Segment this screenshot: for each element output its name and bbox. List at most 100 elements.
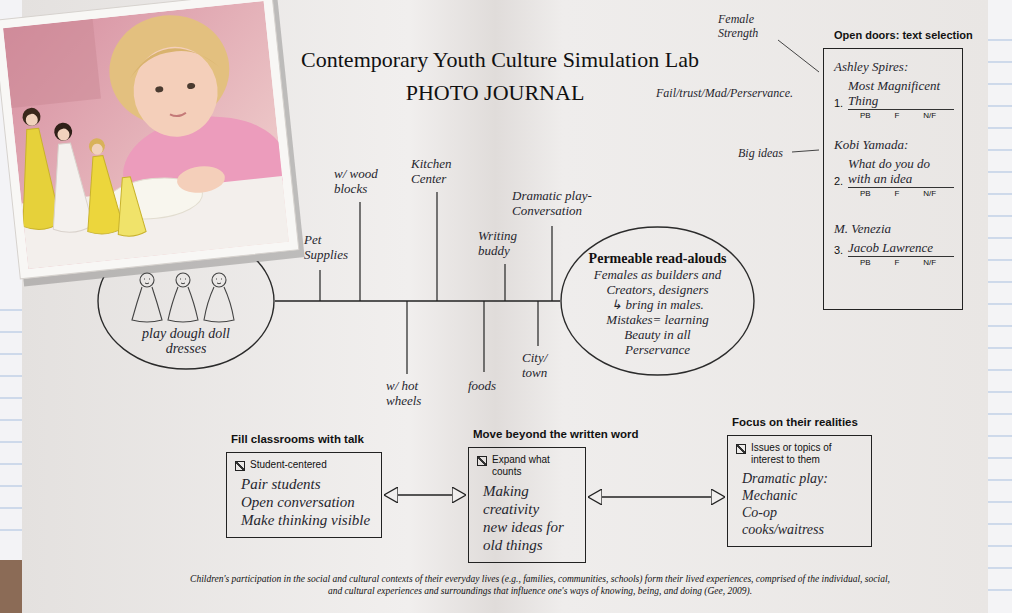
box-heading-wrap: Fill classrooms with talk [231,432,364,446]
box-heading: Open doors: text selection [834,28,973,42]
branch-label: w/ hot wheels [386,378,434,408]
box-heading: Fill classrooms with talk [231,432,364,446]
doll-doodle [204,273,234,322]
child-eye [155,86,164,93]
title-wrap: Contemporary Youth Culture Simulation La… [285,46,715,73]
child-mouth [170,113,186,117]
doll-doodle [132,273,162,322]
checkbox [736,444,746,454]
format-option: PB [860,189,871,199]
format-option: PB [860,111,871,121]
branch-label: foods [468,378,508,393]
branch-label: City/ town [522,350,560,380]
photo-image [3,1,289,269]
format-option: N/F [923,258,936,268]
handwritten-note: new ideas for [477,518,577,536]
doodle-head [176,273,190,287]
label-wrap: Kitchen Center [411,156,465,186]
handwritten-note: Mechanic [736,487,863,504]
doll-dress [112,176,146,238]
doodle-head [140,273,154,287]
photo-card [0,0,299,279]
format-option: N/F [923,111,936,121]
label-wrap: City/ town [522,350,560,380]
handwritten-note: Pair students [235,475,373,493]
text-box: Open doors: text selectionAshley Spires:… [823,48,963,310]
format-option: PB [860,258,871,268]
caption: Children's participation in the social a… [190,573,890,597]
doll-hair [88,137,106,155]
label-wrap: Dramatic play- Conversation [512,188,604,218]
branch-label: Writing buddy [478,228,532,258]
checkbox-label: Student-centered [250,459,373,471]
text-box: Fill classrooms with talkStudent-centere… [226,452,382,538]
doll-face [25,113,38,126]
checkbox-label: Expand what counts [492,454,577,478]
annotation: Fail/trust/Mad/Perservance. [656,86,826,100]
circle-text: Permeable read-aloudsFemales as builders… [580,250,735,357]
item-number: 1. [834,96,848,110]
label-wrap: w/ wood blocks [334,166,388,196]
format-option: F [894,111,899,121]
doll-dress [45,141,94,234]
doll-face [57,128,70,141]
circle-text: play dough doll dresses [136,326,236,356]
branch-label: w/ wood blocks [334,166,388,196]
handwritten-note: Open conversation [235,493,373,511]
caption-wrap: Children's participation in the social a… [190,573,890,597]
doll-doodle [168,273,198,322]
circle-note: ↳ bring in males. [580,297,735,312]
checkbox-row: Issues or topics of interest to them [736,442,863,466]
circle-note: Females as builders and Creators, design… [580,267,735,297]
doodle-head [212,273,226,287]
format-option: N/F [923,189,936,199]
doll-dress [80,154,124,235]
checkbox-row: Expand what counts [477,454,577,478]
worksheet-paper [22,0,988,613]
format-option: F [894,189,899,199]
label-wrap: Big ideas [738,146,798,160]
child-eye [187,83,196,90]
format-row: PB F N/F [848,189,948,199]
label-wrap: Pet Supplies [304,232,360,262]
book-title: What do you do with an idea [848,156,954,188]
text-box: Move beyond the written wordExpand what … [468,447,586,563]
handwritten-note: Dramatic play: [736,470,863,487]
photograph [0,0,305,287]
child-hand [176,164,226,195]
doodle-eyes [180,279,186,284]
circle-outline-path [98,233,274,369]
circle-caption: play dough doll dresses [136,326,236,356]
doodle-eyes [144,279,150,284]
author-name: Ashley Spires: [834,59,954,75]
annotation: Female Strength [718,12,778,40]
book-row: 1.Most Magnificent Thing [834,78,954,110]
child-bangs [127,44,219,79]
handwritten-note: Make thinking visible [235,511,373,529]
photo-blur [3,19,101,108]
checkbox [477,456,487,466]
doodle-dress [168,287,198,322]
handwritten-note: Making [477,482,577,500]
book-title: Most Magnificent Thing [848,78,954,110]
fishbone-spine [275,300,560,302]
doodle-eyes [216,279,222,284]
double-arrow [385,494,465,495]
box-heading: Move beyond the written word [473,427,638,441]
doll-face [91,143,103,155]
notebook-right [984,0,1012,613]
checkbox [235,461,245,471]
format-row: PB F N/F [848,111,948,121]
checkbox-label: Issues or topics of interest to them [751,442,863,466]
circle-heading: Permeable read-alouds [580,250,735,267]
branch-label: Pet Supplies [304,232,360,262]
handwritten-note: cooks/waitress [736,521,863,538]
circle-note: Perservance [580,342,735,357]
item-number: 3. [834,243,848,257]
title: Contemporary Youth Culture Simulation La… [285,46,715,73]
box-heading: Focus on their realities [732,415,858,429]
author-name: M. Venezia [834,221,954,237]
double-arrow [589,496,724,497]
circle-outline-path [561,227,754,375]
